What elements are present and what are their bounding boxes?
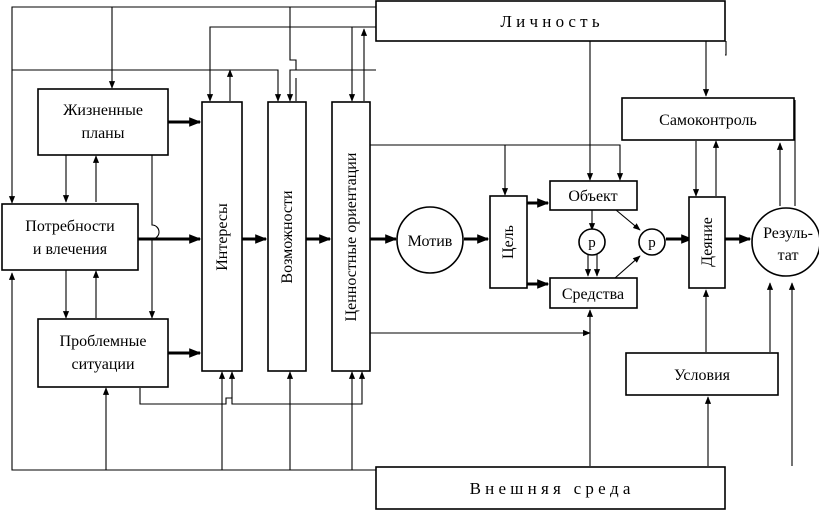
column-deyanie: Деяние: [688, 196, 726, 289]
connector-lines: [8, 6, 796, 471]
usloviya-label: Условия: [674, 367, 731, 384]
potrebnosti-line-1: Потребности: [25, 218, 115, 235]
box-samokontrol: Самоконтроль: [621, 97, 795, 141]
interesy-label: Интересы: [214, 203, 231, 271]
r2-label: р: [648, 235, 656, 251]
box-potrebnosti: Потребности и влечения: [1, 203, 139, 271]
circle-motiv: Мотив: [396, 206, 464, 274]
obekt-label: Объект: [568, 188, 617, 205]
deyanie-label: Деяние: [699, 217, 716, 267]
potrebnosti-line-2: и влечения: [33, 241, 108, 258]
r1-label: р: [588, 235, 596, 251]
column-interesy: Интересы: [201, 101, 243, 372]
circle-r2: р: [638, 228, 666, 256]
box-sredstva: Средства: [549, 277, 638, 309]
cel-label: Цель: [500, 225, 517, 259]
column-cel: Цель: [489, 195, 528, 289]
problemnye-line-2: ситуации: [71, 356, 134, 373]
box-vneshnyaya-sreda: В н е ш н я я с р е д а: [375, 466, 726, 510]
box-zhiznennye-plany: Жизненные планы: [37, 88, 169, 156]
cennostnye-label: Ценностные ориентации: [343, 152, 360, 321]
circle-rezultat: Резуль- тат: [751, 207, 819, 277]
vozmozhnosti-label: Возможности: [279, 190, 296, 284]
rezultat-line-2: тат: [778, 247, 799, 264]
zhiznennye-plany-line-1: Жизненные: [63, 102, 143, 119]
rezultat-line-1: Резуль-: [763, 225, 813, 242]
samokontrol-label: Самоконтроль: [659, 112, 757, 129]
box-lichnost: Л и ч н о с т ь: [375, 0, 726, 42]
motiv-label: Мотив: [408, 233, 453, 250]
column-vozmozhnosti: Возможности: [267, 101, 307, 372]
zhiznennye-plany-line-2: планы: [82, 125, 125, 142]
vneshnyaya-sreda-label: В н е ш н я я с р е д а: [470, 479, 631, 498]
circle-r1: р: [578, 228, 606, 256]
box-usloviya: Условия: [625, 352, 779, 396]
problemnye-line-1: Проблемные: [60, 333, 147, 350]
sredstva-label: Средства: [562, 286, 624, 303]
box-obekt: Объект: [549, 180, 638, 211]
thick-arrows: [138, 117, 752, 358]
lichnost-label: Л и ч н о с т ь: [500, 12, 599, 31]
column-cennostnye: Ценностные ориентации: [331, 101, 371, 372]
box-problemnye: Проблемные ситуации: [37, 318, 169, 388]
